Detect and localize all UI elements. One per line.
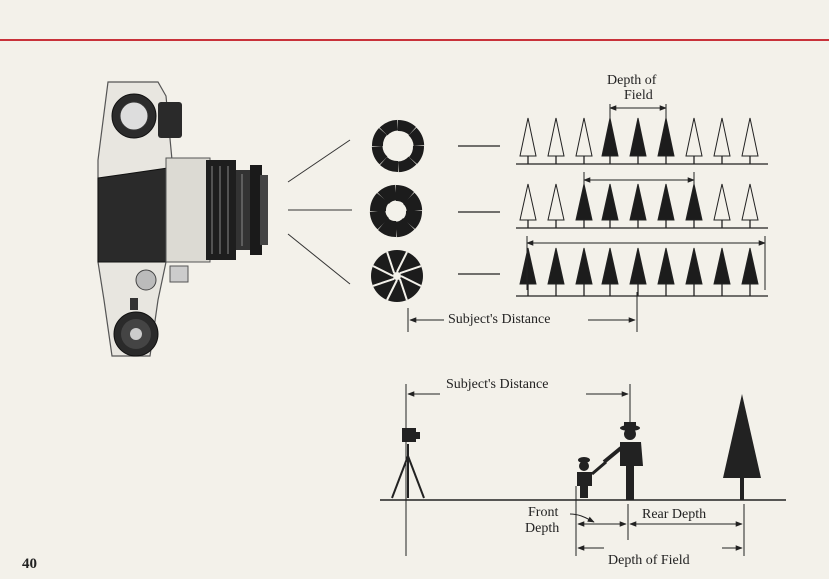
tree-icon — [742, 184, 758, 228]
tree-icon — [686, 118, 702, 164]
depth-of-field-label: Depth of Field — [608, 553, 690, 568]
tree-icon — [602, 118, 618, 164]
tree-icon — [658, 248, 674, 296]
tree-icon — [576, 184, 592, 228]
front-depth-label-line1: Front — [528, 505, 558, 520]
tree-icon — [520, 184, 536, 228]
tree-icon — [576, 248, 592, 296]
tree-icon — [630, 184, 646, 228]
tree-icon — [602, 184, 618, 228]
tree-icon — [548, 184, 564, 228]
dof-range-lines — [527, 172, 765, 290]
top-dof-label-line1: Depth of — [607, 73, 656, 88]
tree-icon — [742, 118, 758, 164]
tree-icon — [686, 248, 702, 296]
aperture-small-icon — [371, 250, 423, 302]
top-dof-bracket — [610, 104, 666, 120]
tree-icon — [602, 248, 618, 296]
tree-icon — [714, 248, 730, 296]
tree-icon — [548, 248, 564, 296]
projection-lines — [288, 140, 352, 284]
camera-illustration — [98, 82, 268, 356]
adult-figure-icon — [604, 422, 643, 500]
tree-icon — [548, 118, 564, 164]
tree-icon — [520, 248, 536, 296]
tree-icon — [658, 184, 674, 228]
top-dof-label-line2: Field — [624, 88, 653, 103]
rear-depth-label: Rear Depth — [640, 507, 708, 522]
tripod-camera-icon — [392, 428, 424, 498]
aperture-medium-icon — [365, 180, 427, 242]
bottom-subject-distance-label: Subject's Distance — [446, 377, 548, 392]
tree-icon — [630, 118, 646, 164]
bottom-diagram — [380, 384, 786, 556]
tree-row-wide-aperture — [516, 118, 768, 164]
front-depth-label-line2: Depth — [525, 521, 559, 536]
tree-icon — [658, 118, 674, 164]
tree-row-small-aperture — [516, 248, 768, 296]
tree-icon — [742, 248, 758, 296]
tree-icon — [576, 118, 592, 164]
tree-icon — [520, 118, 536, 164]
tree-icon — [686, 184, 702, 228]
page-number: 40 — [22, 556, 37, 573]
child-figure-icon — [577, 457, 606, 498]
aperture-wide-icon — [367, 115, 429, 177]
far-tree-icon — [723, 394, 761, 500]
tree-icon — [630, 248, 646, 296]
tree-row-medium-aperture — [516, 184, 768, 228]
top-subject-distance-label: Subject's Distance — [448, 312, 550, 327]
tree-icon — [714, 118, 730, 164]
tree-icon — [714, 184, 730, 228]
